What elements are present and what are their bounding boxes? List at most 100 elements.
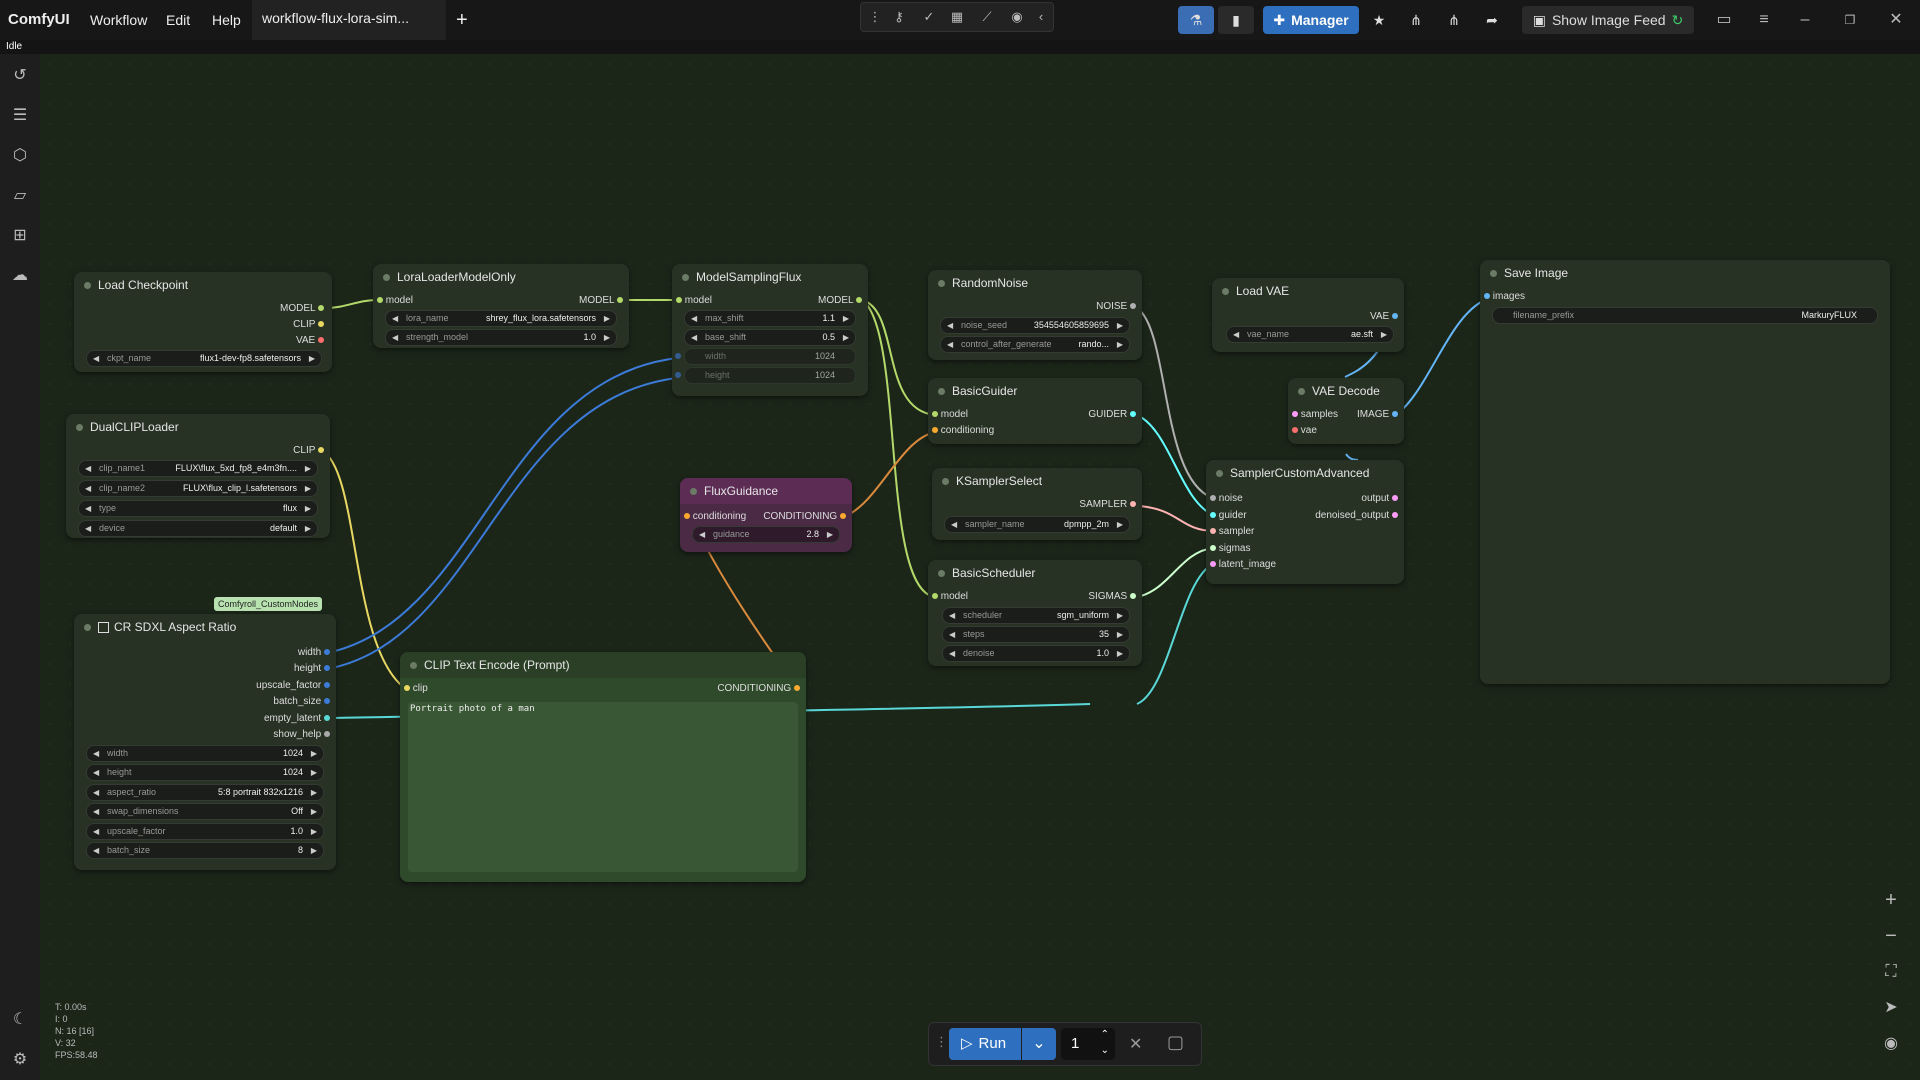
- arrow-left-icon[interactable]: ◀: [85, 524, 92, 533]
- slot-dot[interactable]: [1130, 411, 1136, 418]
- arrow-left-icon[interactable]: ◀: [85, 464, 92, 473]
- input-noise[interactable]: noise: [1210, 492, 1243, 506]
- arrow-right-icon[interactable]: ▶: [603, 333, 610, 342]
- arrow-left-icon[interactable]: ◀: [93, 354, 100, 363]
- slot-dot[interactable]: [794, 685, 800, 692]
- node-title[interactable]: KSamplerSelect: [932, 468, 1142, 494]
- output-model[interactable]: MODEL: [280, 302, 324, 316]
- close-icon[interactable]: ✕: [1889, 11, 1903, 28]
- node-title[interactable]: BasicScheduler: [928, 560, 1142, 586]
- node-title[interactable]: CLIP Text Encode (Prompt): [400, 652, 806, 678]
- input-samples[interactable]: samples: [1292, 408, 1338, 422]
- model-a-button[interactable]: ⋔: [1400, 6, 1432, 34]
- slot-dot[interactable]: [324, 665, 330, 672]
- folder-icon[interactable]: ▱: [13, 187, 27, 204]
- slot-dot[interactable]: [1130, 303, 1136, 310]
- output-width[interactable]: width: [298, 646, 330, 660]
- node-title[interactable]: FluxGuidance: [680, 478, 852, 504]
- arrow-right-icon[interactable]: ▶: [1380, 330, 1387, 339]
- arrow-right-icon[interactable]: ▶: [1116, 649, 1123, 658]
- chart-icon[interactable]: ⟋: [982, 9, 992, 24]
- run-options-button[interactable]: ⌄: [1022, 1028, 1056, 1060]
- queue-icon[interactable]: ☰: [12, 107, 28, 124]
- node-sampler-custom-advanced[interactable]: SamplerCustomAdvanced noise guider sampl…: [1206, 460, 1404, 584]
- input-clip[interactable]: clip: [404, 682, 428, 696]
- arrow-left-icon[interactable]: ◀: [1233, 330, 1240, 339]
- output-vae[interactable]: VAE: [296, 334, 324, 348]
- zoom-out-icon[interactable]: −: [1885, 925, 1897, 947]
- slot-dot[interactable]: [1392, 313, 1398, 320]
- comfy-icon-button[interactable]: ⚗: [1178, 6, 1214, 34]
- arrow-right-icon[interactable]: ▶: [603, 314, 610, 323]
- upload-cloud-icon[interactable]: ☁: [12, 267, 28, 284]
- output-empty-latent[interactable]: empty_latent: [264, 712, 330, 726]
- github-icon[interactable]: ◉: [1011, 9, 1023, 24]
- node-vae-decode[interactable]: VAE Decode samples vae IMAGE: [1288, 378, 1404, 444]
- input-model[interactable]: model: [932, 590, 968, 604]
- slot-dot[interactable]: [1210, 528, 1216, 535]
- slot-dot[interactable]: [318, 337, 324, 344]
- slot-dot[interactable]: [1392, 512, 1398, 519]
- arrow-left-icon[interactable]: ◀: [85, 484, 92, 493]
- arrow-right-icon[interactable]: ▶: [1116, 340, 1123, 349]
- arrow-left-icon[interactable]: ◀: [93, 846, 100, 855]
- menu-workflow[interactable]: Workflow: [90, 12, 148, 28]
- key-icon[interactable]: ⚷: [894, 9, 904, 24]
- slot-dot[interactable]: [1130, 501, 1136, 508]
- batch-count-input[interactable]: 1 ⌃ ⌄: [1061, 1028, 1115, 1060]
- arrow-left-icon[interactable]: ◀: [951, 520, 958, 529]
- input-conditioning[interactable]: conditioning: [684, 510, 746, 524]
- arrow-right-icon[interactable]: ▶: [308, 354, 315, 363]
- arrow-right-icon[interactable]: ▶: [310, 827, 317, 836]
- slot-dot[interactable]: [324, 682, 330, 689]
- run-button[interactable]: ▷Run: [949, 1028, 1021, 1060]
- arrow-right-icon[interactable]: ▶: [1116, 321, 1123, 330]
- checkbox-icon[interactable]: [98, 622, 109, 634]
- chevron-up-icon[interactable]: ⌃: [1100, 1029, 1109, 1040]
- prompt-textarea[interactable]: Portrait photo of a man: [408, 702, 798, 872]
- settings-icon[interactable]: ⚙: [12, 1051, 28, 1068]
- fit-view-icon[interactable]: ⛶: [1885, 963, 1897, 980]
- output-output[interactable]: output: [1361, 492, 1398, 506]
- minimize-icon[interactable]: –: [1800, 11, 1810, 28]
- output-conditioning[interactable]: CONDITIONING: [763, 510, 846, 524]
- arrow-right-icon[interactable]: ▶: [1116, 611, 1123, 620]
- output-clip[interactable]: CLIP: [293, 444, 324, 458]
- arrow-left-icon[interactable]: ◀: [392, 314, 399, 323]
- star-button[interactable]: ★: [1363, 6, 1395, 34]
- output-vae[interactable]: VAE: [1370, 310, 1398, 324]
- slot-dot[interactable]: [324, 715, 330, 722]
- cube-icon[interactable]: ⬡: [13, 147, 27, 164]
- slot-dot[interactable]: [324, 649, 330, 656]
- eye-icon[interactable]: ◉: [1884, 1035, 1898, 1052]
- slot-dot[interactable]: [932, 427, 938, 434]
- node-title[interactable]: DualCLIPLoader: [66, 414, 330, 440]
- input-conditioning[interactable]: conditioning: [932, 424, 994, 438]
- panel-toggle-icon[interactable]: ▭: [1716, 11, 1732, 28]
- drag-handle-icon[interactable]: ⋮: [935, 1034, 948, 1049]
- output-show-help[interactable]: show_help: [273, 728, 330, 742]
- slot-dot[interactable]: [617, 297, 623, 304]
- output-clip[interactable]: CLIP: [293, 318, 324, 332]
- slot-dot[interactable]: [675, 372, 681, 378]
- arrow-left-icon[interactable]: ◀: [392, 333, 399, 342]
- node-lora-loader[interactable]: LoraLoaderModelOnly model MODEL ◀lora_na…: [373, 264, 629, 348]
- input-sigmas[interactable]: sigmas: [1210, 542, 1250, 556]
- slot-dot[interactable]: [932, 593, 938, 600]
- slot-dot[interactable]: [324, 698, 330, 705]
- slot-dot[interactable]: [404, 685, 410, 692]
- manager-button[interactable]: ✚Manager: [1263, 6, 1359, 34]
